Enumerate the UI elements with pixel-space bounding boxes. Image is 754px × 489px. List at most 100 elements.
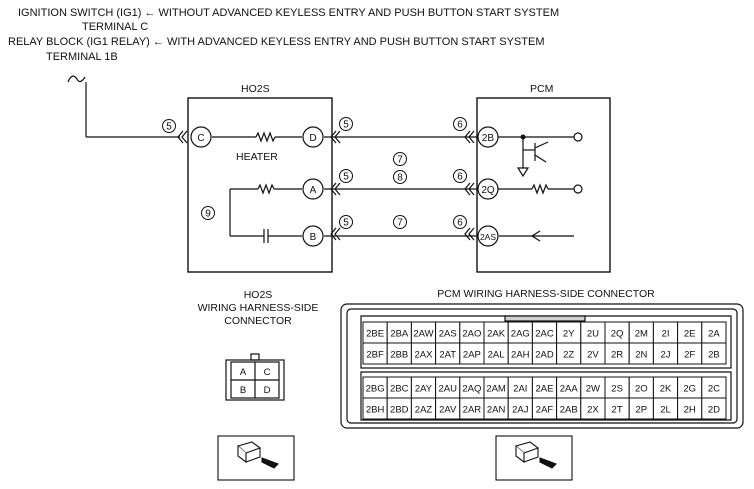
pcm-internal-circuitry (498, 136, 574, 242)
wire-number-6-2b: 6 (457, 120, 463, 131)
ho2s-connector-cell-b: B (240, 385, 246, 396)
svg-text:2AS: 2AS (480, 232, 496, 242)
ho2s-pin-c: C (190, 126, 212, 148)
wire-number-5-feed: 5 (166, 122, 172, 133)
pcm-connector-cell: 2AV (439, 405, 457, 416)
pcm-connector-cell: 2P (635, 405, 647, 416)
pcm-connector-cell: 2AH (511, 350, 530, 361)
pcm-connector-cell: 2AS (439, 329, 457, 340)
pcm-connector-cell: 2AT (439, 350, 456, 361)
pcm-pin-2b: 2B (477, 126, 499, 148)
pcm-connector-cell: 2BC (390, 384, 409, 395)
pcm-terminal-2 (573, 184, 583, 194)
wire-number-8-mid: 8 (397, 173, 403, 184)
header-line-terminal-1b: TERMINAL 1B (46, 51, 118, 63)
pcm-pin-2q: 2Q (477, 178, 499, 200)
pcm-connector-cell: 2T (612, 405, 623, 416)
header-line-relay-block: RELAY BLOCK (IG1 RELAY) ← WITH ADVANCED … (8, 36, 545, 48)
ho2s-connector-title-2: WIRING HARNESS-SIDE (198, 302, 319, 314)
pcm-connector-cell: 2Y (563, 329, 575, 340)
pcm-connector-cell: 2BA (390, 329, 409, 340)
pcm-connector-title: PCM WIRING HARNESS-SIDE CONNECTOR (437, 288, 655, 300)
pcm-connector-cell: 2Q (611, 329, 624, 340)
pcm-connector-cell: 2AK (487, 329, 506, 340)
wire-number-7-low: 7 (397, 218, 403, 229)
wire-number-5-a: 5 (343, 172, 349, 183)
pcm-connector-cell-frame (701, 342, 727, 365)
svg-text:D: D (309, 133, 316, 144)
wire-number-6-2q: 6 (457, 172, 463, 183)
pcm-connector-cell: 2AR (463, 405, 482, 416)
ho2s-pin-a: A (302, 178, 324, 200)
pcm-connector-cell: 2B (708, 350, 720, 361)
svg-text:C: C (197, 133, 204, 144)
ho2s-connector-cell-c: C (264, 367, 271, 378)
pcm-connector-cell: 2AX (415, 350, 434, 361)
pcm-connector-cell: 2AF (536, 405, 554, 416)
pcm-connector-cell: 2S (611, 384, 623, 395)
header-line-ignition-switch: IGNITION SWITCH (IG1) ← WITHOUT ADVANCED… (18, 7, 559, 19)
svg-text:A: A (310, 185, 317, 196)
pcm-connector-cell: 2Z (563, 350, 574, 361)
pcm-connector-cell: 2E (684, 329, 696, 340)
pcm-connector-cell: 2K (660, 384, 672, 395)
pcm-connector-cell: 2AU (438, 384, 457, 395)
wire-number-6-2as: 6 (457, 218, 463, 229)
pcm-connector-cell: 2AA (560, 384, 579, 395)
ho2s-connector-face (225, 353, 285, 401)
ho2s-connector-title-1: HO2S (244, 289, 273, 301)
pcm-connector-cell: 2D (708, 405, 720, 416)
pcm-connector-view-icon (495, 435, 573, 481)
heater-label: HEATER (236, 151, 278, 163)
pcm-terminal-1 (573, 132, 583, 142)
pcm-connector-cell: 2H (684, 405, 696, 416)
ho2s-pin-d: D (302, 126, 324, 148)
ho2s-title: HO2S (241, 83, 270, 95)
pcm-connector-cell: 2AG (511, 329, 530, 340)
ho2s-box (187, 97, 333, 273)
pcm-connector-cell: 2AM (486, 384, 506, 395)
pcm-connector-cell: 2J (660, 350, 670, 361)
pcm-connector-cell: 2AZ (415, 405, 433, 416)
pcm-connector-cell: 2X (587, 405, 599, 416)
pcm-connector-cell: 2O (635, 384, 648, 395)
pcm-connector-cell: 2AW (413, 329, 433, 340)
pcm-connector-cell: 2AE (536, 384, 554, 395)
wire-number-9: 9 (205, 209, 211, 220)
pcm-connector-cell: 2N (635, 350, 647, 361)
svg-text:2B: 2B (482, 133, 495, 144)
pcm-connector-cell: 2BH (366, 405, 385, 416)
pcm-connector-cell: 2I (662, 329, 670, 340)
ho2s-connector-cell-d: D (264, 385, 271, 396)
pcm-connector-cell: 2AI (513, 384, 527, 395)
pcm-connector-cell: 2BF (366, 350, 384, 361)
pcm-connector-cell: 2AC (535, 329, 554, 340)
pcm-pin-2as: 2AS (477, 225, 499, 247)
pcm-title: PCM (530, 83, 553, 95)
pcm-connector-cell: 2AQ (462, 384, 481, 395)
pcm-connector-cell-frame (701, 397, 727, 420)
pcm-connector-cell: 2C (708, 384, 720, 395)
wire-number-7-mid: 7 (397, 155, 403, 166)
pcm-connector-cell: 2AB (560, 405, 578, 416)
pcm-connector-cell: 2BG (366, 384, 385, 395)
wire-number-5-b: 5 (343, 218, 349, 229)
header-line-terminal-c: TERMINAL C (82, 21, 148, 33)
pcm-connector-cell: 2AL (488, 350, 505, 361)
pcm-box (476, 97, 611, 273)
power-feed-wire (67, 75, 180, 138)
pcm-connector-cell: 2AN (487, 405, 506, 416)
harness-wires (324, 136, 478, 237)
pcm-connector-cell: 2A (708, 329, 720, 340)
ho2s-connector-view-icon (217, 435, 295, 481)
pcm-connector-cell: 2R (611, 350, 623, 361)
pcm-connector-cell: 2BB (390, 350, 408, 361)
pcm-connector-cell: 2M (635, 329, 648, 340)
ho2s-internal-wiring (212, 131, 302, 243)
ho2s-connector-title-3: CONNECTOR (224, 315, 292, 327)
pcm-connector-cell: 2G (683, 384, 696, 395)
pcm-connector-cell: 2W (586, 384, 600, 395)
